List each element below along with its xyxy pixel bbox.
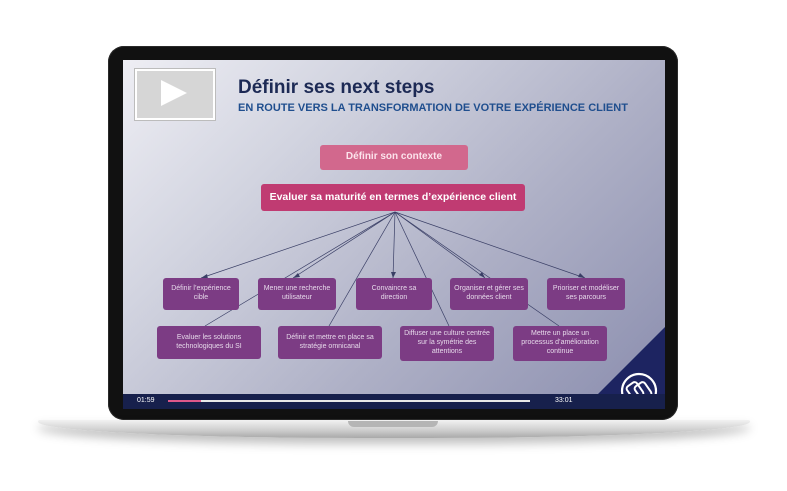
step-box: Définir l’expérience cible (163, 278, 239, 310)
total-duration: 33:01 (555, 397, 573, 404)
context-box: Définir son contexte (320, 145, 468, 170)
step-box: Définir et mettre en place sa stratégie … (278, 326, 382, 359)
current-time: 01:59 (137, 397, 155, 404)
progress-fill (168, 399, 201, 402)
play-button[interactable] (135, 69, 215, 120)
diagram-connectors (200, 211, 586, 327)
step-box: Evaluer les solutions technologiques du … (157, 326, 261, 359)
progress-bar[interactable] (168, 399, 530, 402)
step-box: Mener une recherche utilisateur (258, 278, 336, 310)
step-box: Diffuser une culture centrée sur la symé… (400, 326, 494, 361)
slide-subtitle: EN ROUTE VERS LA TRANSFORMATION DE VOTRE… (238, 102, 628, 114)
laptop-base (38, 420, 750, 438)
step-box: Prioriser et modéliser ses parcours (547, 278, 625, 310)
step-box: Organiser et gérer ses données client (450, 278, 528, 310)
laptop-notch (348, 421, 438, 427)
step-box: Convaincre sa direction (356, 278, 432, 310)
video-control-bar: 01:59 33:01 (123, 394, 665, 409)
play-icon (161, 80, 187, 106)
maturity-box: Evaluer sa maturité en termes d’expérien… (261, 184, 525, 211)
slide-title: Définir ses next steps (238, 77, 435, 98)
video-screen: Définir ses next steps EN ROUTE VERS LA … (123, 60, 665, 409)
